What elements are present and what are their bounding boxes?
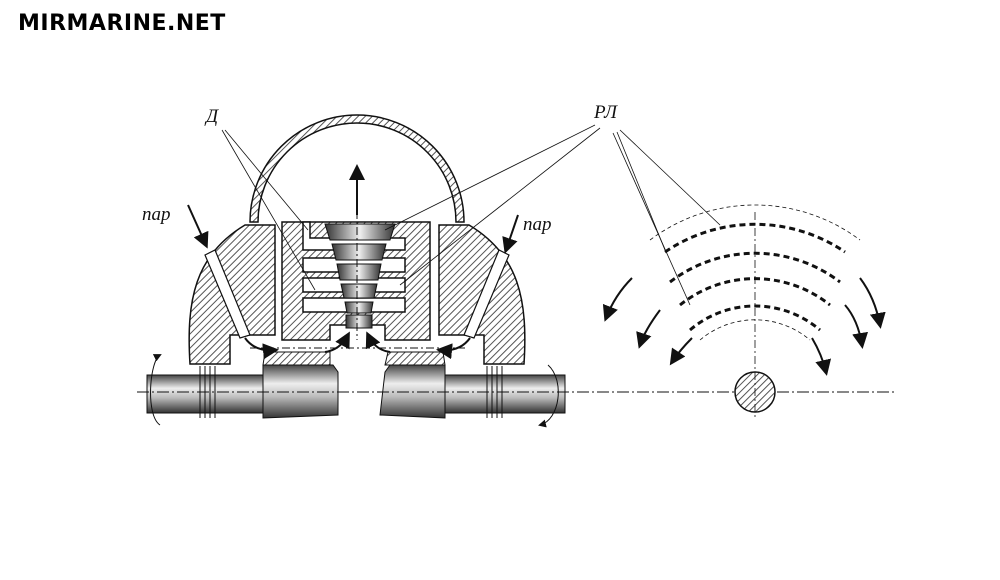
label-rotor-blades: РЛ: [593, 102, 618, 123]
label-diaphragms: Д: [204, 106, 219, 127]
flow-arrows: [187, 164, 519, 360]
left-steam-nozzle: [204, 249, 251, 339]
rotor-blades: [324, 223, 396, 329]
left-shaft: [146, 374, 268, 414]
label-steam-right: пар: [523, 214, 552, 235]
leader-lines: [221, 124, 721, 306]
right-shaft: [442, 374, 566, 414]
label-steam-left: пар: [142, 204, 171, 225]
blade-cascade: [649, 204, 861, 420]
right-hub-top: [384, 351, 446, 366]
rotation-arrows: [150, 354, 559, 428]
exhaust-dome: [249, 114, 465, 223]
cascade-rotation-arrows: [602, 277, 886, 376]
site-logo: MIRMARINE.NET: [18, 11, 226, 36]
left-hub-top: [262, 351, 331, 366]
